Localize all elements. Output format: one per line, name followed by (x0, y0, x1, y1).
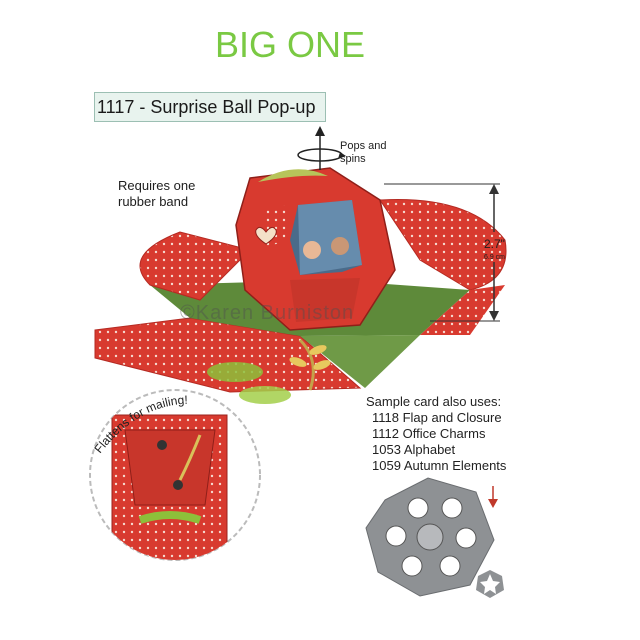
sample-heading: Sample card also uses: (366, 394, 502, 409)
heart-icon (255, 226, 277, 245)
down-arrow-icon (488, 486, 498, 508)
flattened-card-inset (89, 389, 261, 561)
dimension-arrow-icon (384, 183, 500, 322)
flattens-note-container: Flattens for mailing! (91, 392, 232, 467)
watermark: ©Karen Burniston (180, 302, 355, 324)
sample-item: 1118 Flap and Closure (372, 410, 502, 425)
rotate-arrow-icon (297, 148, 346, 162)
leaf-decor (207, 338, 331, 404)
svg-text:Flattens for mailing!: Flattens for mailing! (92, 393, 188, 456)
pops-spins-note: Pops and spins (340, 140, 387, 165)
product-label: 1117 - Surprise Ball Pop-up (94, 92, 326, 122)
dimension-imperial: 2.7" (484, 237, 505, 251)
sample-item: 1053 Alphabet (372, 442, 456, 457)
sample-item: 1112 Office Charms (372, 426, 486, 441)
flattens-note: Flattens for mailing! (91, 393, 188, 456)
flattens-note-arc: Flattens for mailing! (91, 393, 188, 456)
card-base (94, 199, 507, 393)
surprise-ball (235, 167, 396, 331)
star-icon (476, 570, 504, 598)
big-title: BIG ONE (214, 24, 366, 65)
sample-item: 1059 Autumn Elements (372, 458, 507, 473)
up-arrow-icon (315, 126, 325, 170)
sample-list: Sample card also uses: 1118 Flap and Clo… (366, 394, 566, 474)
rubber-band-note: Requires one rubber band (118, 178, 196, 209)
die-shape (365, 477, 495, 597)
dimension-metric: 6.9 cm (484, 254, 506, 261)
